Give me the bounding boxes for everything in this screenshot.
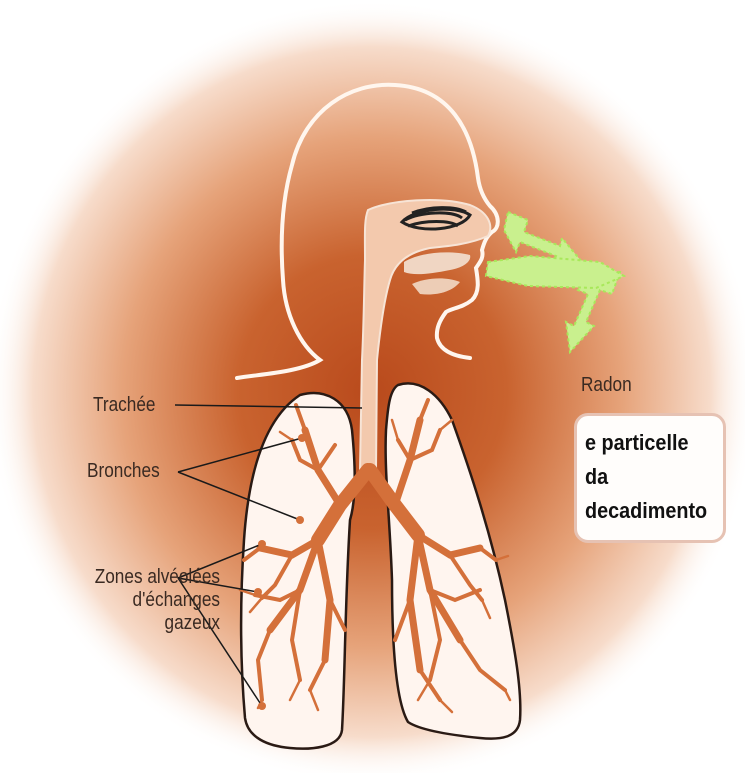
callout-text: e particelle da decadimento [585, 426, 720, 528]
label-radon: Radon [581, 374, 632, 397]
label-bronchi: Bronches [87, 460, 160, 483]
decay-particles-callout: e particelle da decadimento [574, 413, 726, 543]
label-trachea: Trachée [93, 394, 155, 417]
label-alveolar-zones: Zones alvéolées d'échanges gazeux [48, 566, 220, 635]
